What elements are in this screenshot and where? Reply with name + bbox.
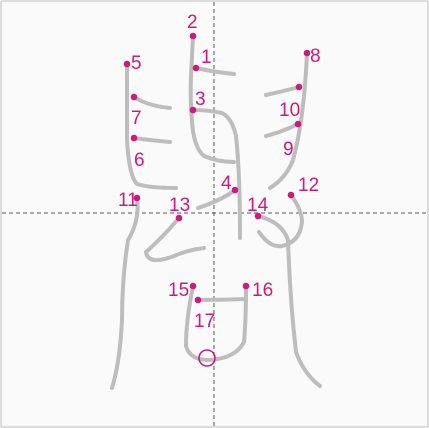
stroke-number-label: 13 <box>169 195 190 216</box>
stroke-13 <box>144 216 206 263</box>
stroke-16 <box>208 284 248 362</box>
stroke-number-label: 9 <box>283 139 294 160</box>
stroke-start-dot-8 <box>303 49 311 57</box>
stroke-start-dot-2 <box>189 32 197 40</box>
stroke-end-marker <box>198 349 216 367</box>
stroke-start-dot-7 <box>130 93 138 101</box>
stroke-start-dot-3 <box>189 106 197 114</box>
stroke-number-label: 8 <box>310 46 321 67</box>
stroke-start-dot-14 <box>254 212 262 220</box>
stroke-5 <box>125 62 178 190</box>
stroke-start-dot-9 <box>294 120 302 128</box>
stroke-number-label: 6 <box>134 150 145 171</box>
stroke-number-label: 3 <box>195 89 206 110</box>
stroke-2 <box>188 34 236 164</box>
stroke-start-dot-4 <box>231 186 239 194</box>
stroke-number-label: 10 <box>279 100 300 121</box>
stroke-start-dot-12 <box>287 191 295 199</box>
stroke-number-label: 7 <box>131 108 142 129</box>
stroke-number-label: 17 <box>194 311 215 332</box>
stroke-start-dot-13 <box>175 214 183 222</box>
stroke-start-markers <box>123 32 311 304</box>
stroke-number-label: 12 <box>298 175 319 196</box>
stroke-start-dot-5 <box>123 60 131 68</box>
stroke-17 <box>196 297 248 302</box>
stroke-start-dot-1 <box>192 64 200 72</box>
stroke-11 <box>110 196 140 390</box>
stroke-number-label: 1 <box>201 47 212 68</box>
stroke-start-dot-15 <box>189 282 197 290</box>
stroke-number-label: 14 <box>247 195 269 216</box>
stroke-12 <box>257 193 304 249</box>
stroke-14 <box>256 214 322 388</box>
stroke-number-label: 15 <box>168 280 189 301</box>
stroke-number-label: 11 <box>118 190 138 211</box>
stroke-start-dot-10 <box>295 83 303 91</box>
stroke-start-dot-6 <box>130 134 138 142</box>
stroke-number-label: 2 <box>187 12 198 33</box>
stroke-start-dot-17 <box>194 296 202 304</box>
stroke-start-dot-16 <box>242 282 250 290</box>
stroke-number-label: 5 <box>131 53 142 74</box>
stroke-number-label: 16 <box>252 280 273 301</box>
stroke-start-dot-11 <box>133 194 141 202</box>
stroke-3 <box>191 108 242 240</box>
stroke-number-label: 4 <box>221 173 232 194</box>
stroke-8 <box>268 51 309 190</box>
